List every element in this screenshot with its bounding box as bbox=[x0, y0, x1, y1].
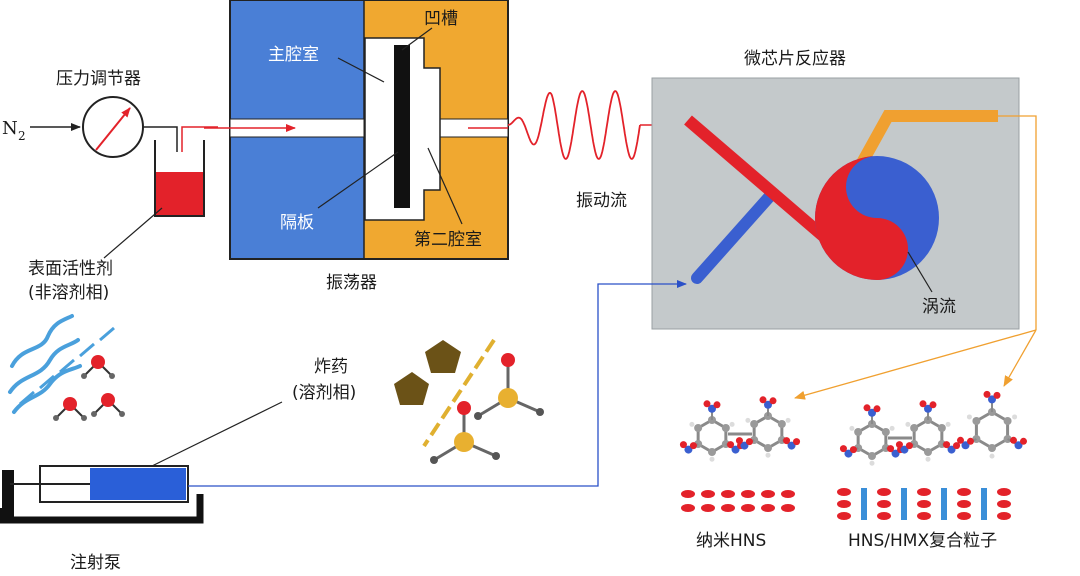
output-arrow-nano-hns bbox=[794, 329, 1037, 400]
explosive-feed-line bbox=[188, 280, 687, 487]
vortex-label: 涡流 bbox=[922, 297, 956, 317]
main-chamber-label: 主腔室 bbox=[268, 45, 319, 65]
microchip-reactor bbox=[651, 77, 1020, 330]
n2-label: N 2 bbox=[2, 118, 26, 143]
vibration-flow-wave bbox=[507, 90, 641, 160]
vortex-icon bbox=[815, 156, 939, 280]
gas-pipe bbox=[143, 126, 178, 152]
surfactant-phase-label: (非溶剂相) bbox=[28, 283, 109, 303]
oscillator-label: 振荡器 bbox=[326, 273, 377, 293]
surfactant-vial bbox=[154, 140, 205, 217]
surfactant-label: 表面活性剂 bbox=[28, 259, 113, 279]
baffle bbox=[394, 45, 410, 208]
baffle-leader bbox=[317, 151, 399, 209]
hns-hmx-molecule-icon bbox=[839, 390, 1028, 466]
explosive-label: 炸药 bbox=[314, 357, 348, 377]
hns-hmx-label: HNS/HMX复合粒子 bbox=[848, 531, 997, 551]
vortex-leader bbox=[907, 251, 933, 293]
svg-text:N: N bbox=[2, 118, 18, 139]
syringe-pump bbox=[0, 465, 204, 524]
baffle-label: 隔板 bbox=[280, 213, 314, 233]
nano-hns-particles bbox=[681, 490, 795, 512]
nano-hns-molecule-icon bbox=[679, 396, 801, 462]
pressure-gauge-icon bbox=[82, 96, 144, 158]
explosive-molecules-icon bbox=[394, 338, 544, 464]
reactor-output-line bbox=[998, 115, 1037, 330]
groove-leader bbox=[401, 27, 433, 51]
output-arrow-composite bbox=[1003, 329, 1037, 387]
svg-text:2: 2 bbox=[18, 129, 26, 143]
explosive-leader bbox=[151, 401, 283, 467]
syringe-pump-label: 注射泵 bbox=[70, 553, 121, 573]
surfactant-leader bbox=[103, 207, 163, 259]
second-chamber-leader bbox=[427, 147, 463, 225]
pressure-regulator-label: 压力调节器 bbox=[56, 69, 141, 89]
vibration-flow-label: 振动流 bbox=[576, 191, 627, 211]
second-chamber-label: 第二腔室 bbox=[414, 230, 482, 250]
nano-hns-label: 纳米HNS bbox=[696, 531, 766, 551]
hns-hmx-particles bbox=[837, 488, 1011, 520]
microchip-reactor-label: 微芯片反应器 bbox=[744, 49, 846, 69]
explosive-phase-label: (溶剂相) bbox=[292, 383, 356, 403]
main-chamber-leader bbox=[337, 57, 385, 83]
surfactant-outlet-pipe bbox=[181, 126, 218, 152]
surfactant-molecules-icon bbox=[8, 314, 125, 421]
oscillator bbox=[229, 0, 509, 260]
groove-label: 凹槽 bbox=[424, 9, 458, 29]
